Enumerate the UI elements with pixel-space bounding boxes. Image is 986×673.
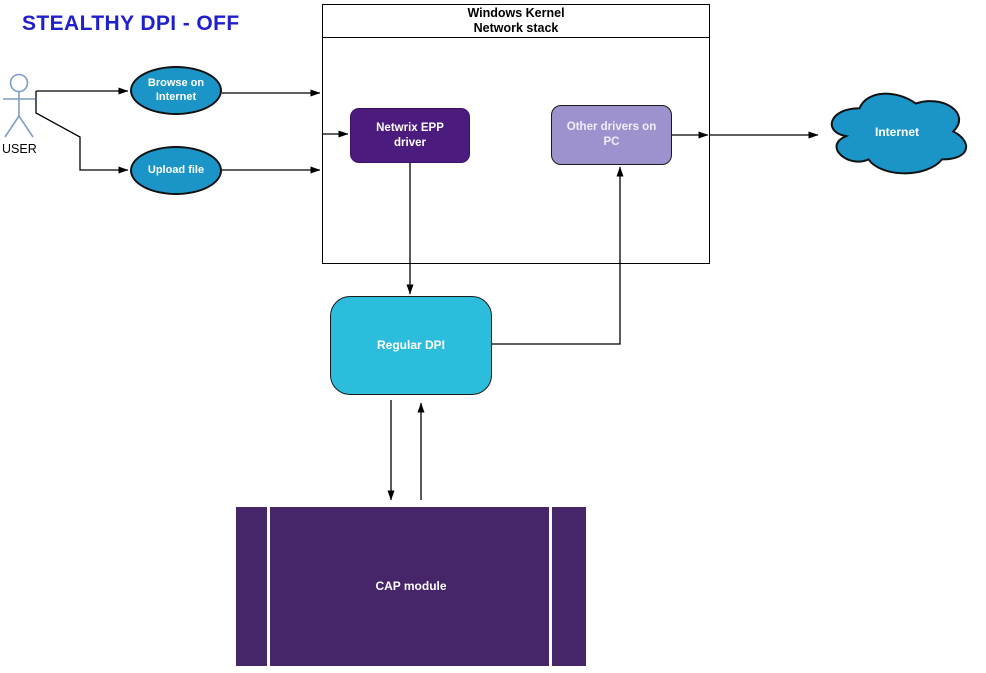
node-netwrix-epp-driver: Netwrix EPP driver	[350, 108, 470, 163]
arrow-user-to-upload	[35, 91, 129, 174]
node-upload-file: Upload file	[130, 146, 222, 195]
cap-divider-right	[549, 507, 552, 666]
diagram-title: STEALTHY DPI - OFF	[22, 12, 240, 35]
kernel-title-line2: Network stack	[473, 20, 559, 35]
node-browse-on-internet: Browse on Internet	[130, 66, 222, 115]
kernel-title-line1: Windows Kernel	[467, 6, 565, 20]
node-regular-dpi: Regular DPI	[330, 296, 492, 395]
arrow-regular-dpi-to-other-drivers	[492, 166, 624, 345]
regular-dpi-label: Regular DPI	[376, 337, 445, 352]
netwrix-label: Netwrix EPP driver	[376, 121, 444, 149]
other-drivers-label: Other drivers on PC	[566, 121, 657, 148]
node-cap-module: CAP module	[236, 507, 586, 666]
windows-kernel-header: Windows Kernel Network stack	[323, 5, 709, 38]
windows-kernel-container: Windows Kernel Network stack	[322, 4, 710, 264]
cap-divider-left	[267, 507, 270, 666]
internet-cloud-shape	[830, 92, 968, 175]
cap-module-label: CAP module	[375, 578, 447, 593]
upload-label: Upload file	[147, 163, 205, 176]
browse-label: Browse on Internet	[147, 76, 205, 103]
node-other-drivers: Other drivers on PC	[551, 105, 672, 165]
user-label: USER	[2, 142, 37, 156]
user-actor-icon	[3, 73, 35, 138]
